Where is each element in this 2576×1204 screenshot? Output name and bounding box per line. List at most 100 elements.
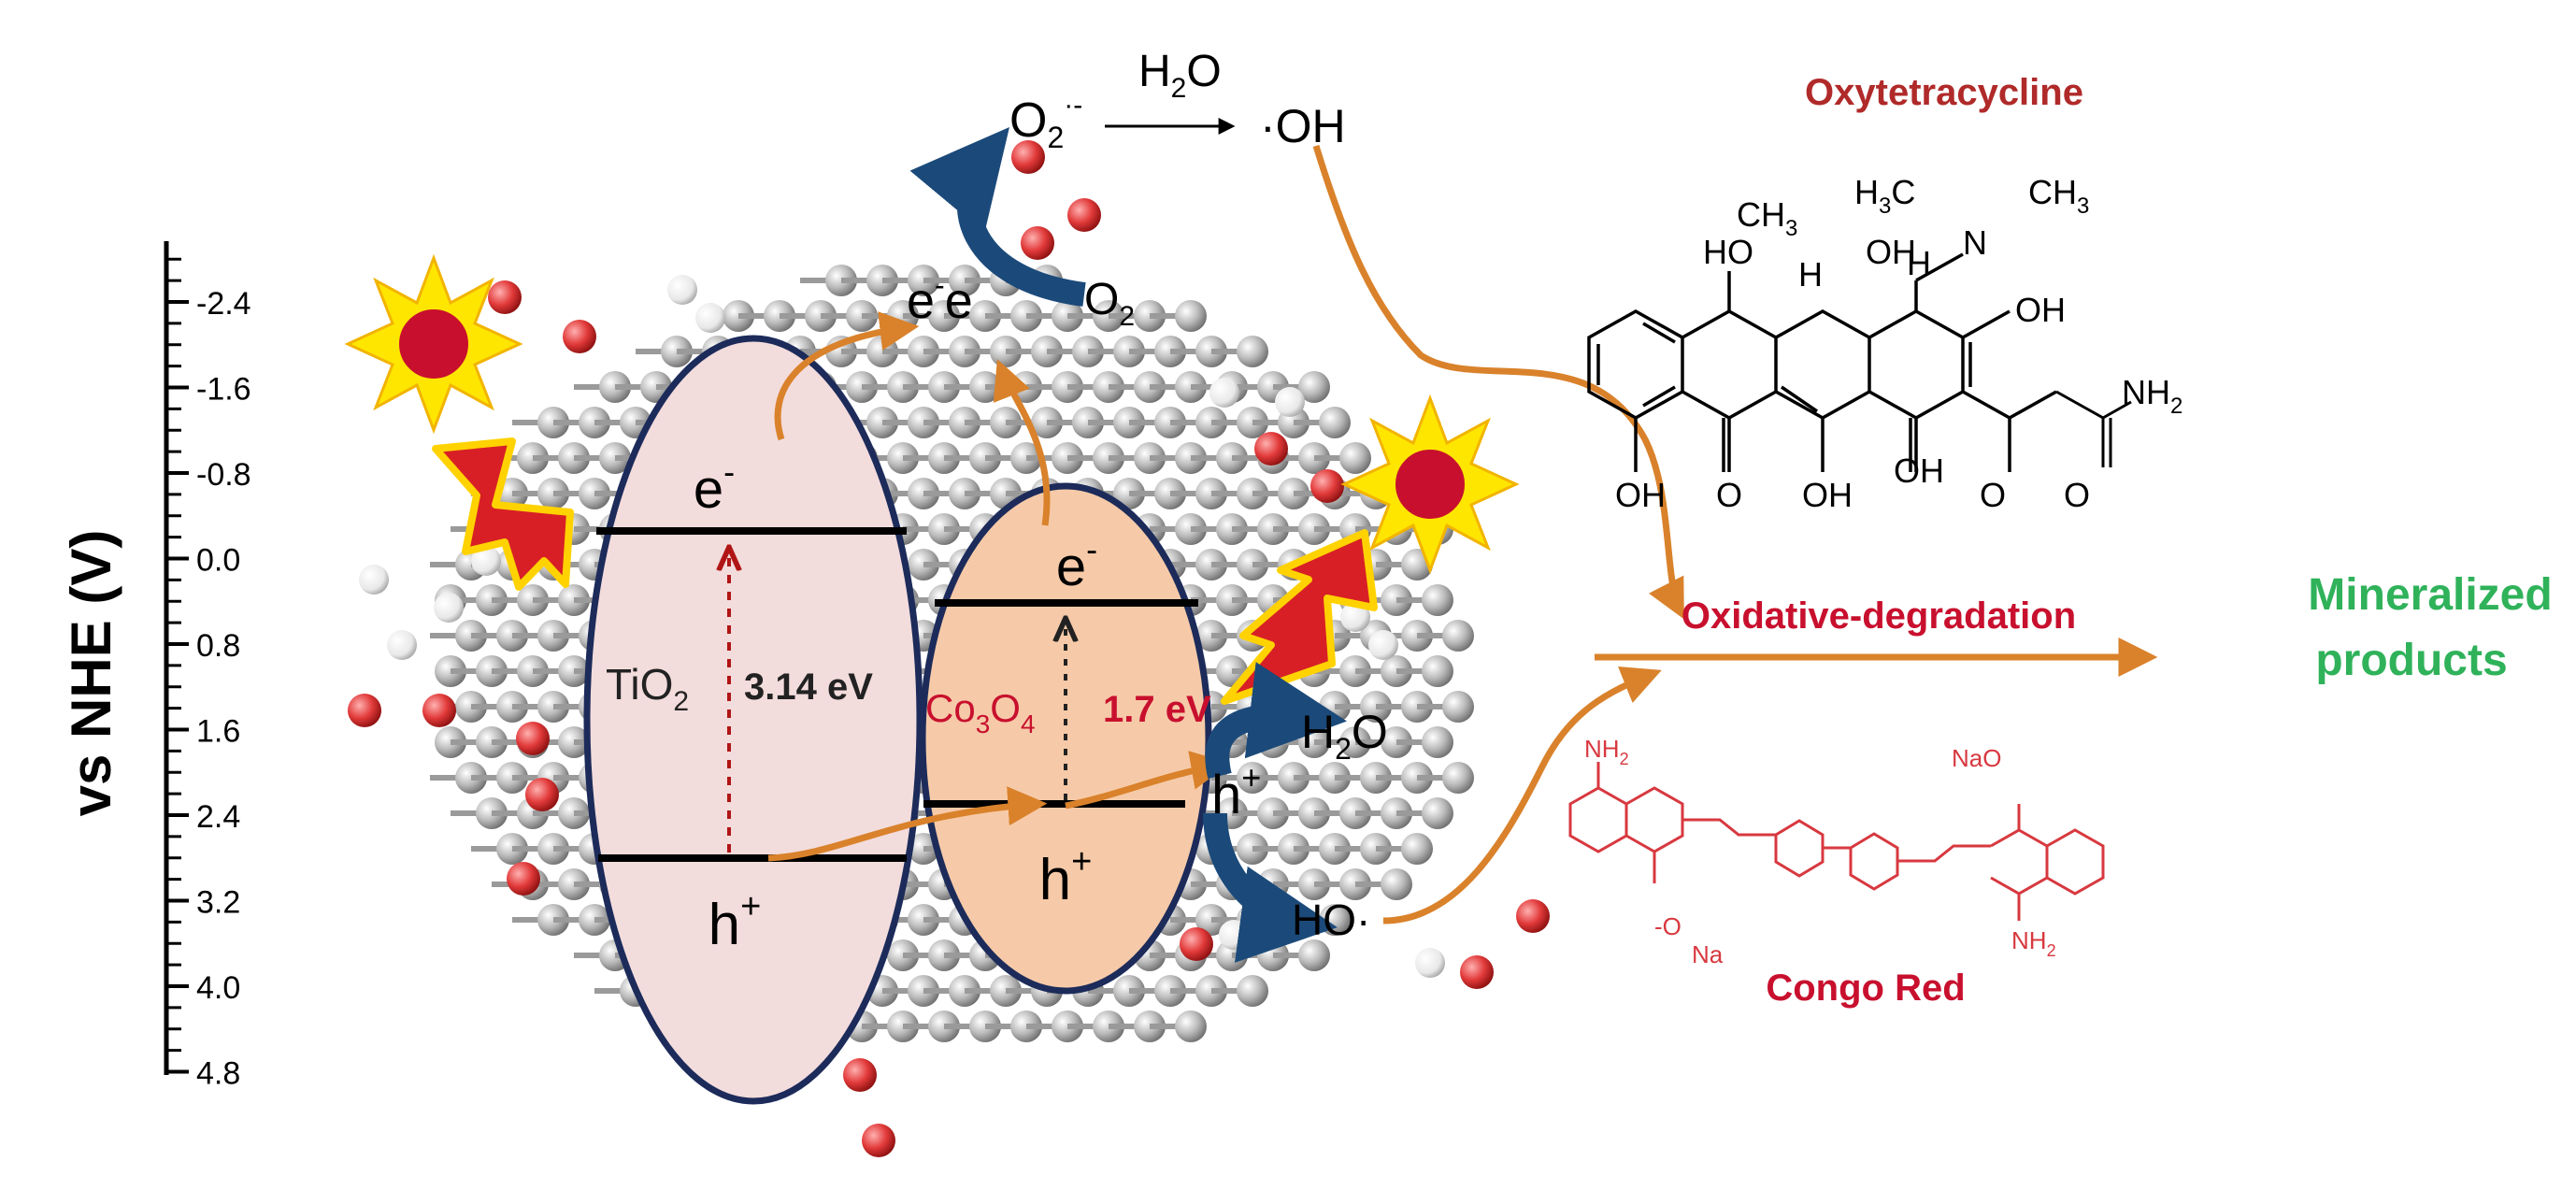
water-oxidation-arrow-bottom (1203, 812, 1338, 963)
background-atom (1021, 226, 1054, 260)
sun-icon (1340, 394, 1520, 575)
background-atom (1339, 442, 1371, 474)
otc-n: N (1963, 223, 1987, 262)
otc-oh-right: OH (2015, 291, 2066, 329)
congo-substituent-bonds (1596, 762, 2021, 921)
co3o4-label: Co3O4 (925, 686, 1036, 738)
tio2-hole-transfer-arrow (767, 786, 1048, 862)
background-atom (1298, 939, 1330, 971)
background-atom (1415, 948, 1445, 978)
tio2-bandgap-label: 3.14 eV (744, 666, 873, 708)
otc-ring-c-double-bond (1781, 385, 1818, 413)
co3o4-electron-transfer-arrow (993, 359, 1051, 526)
otc-ring-b (1682, 308, 1778, 421)
background-atom (1175, 300, 1207, 332)
otc-ring-a-double-bonds (1596, 322, 1676, 408)
energy-axis: -2.4-1.6-0.80.00.81.62.43.24.04.8 vs NHE… (60, 241, 251, 1092)
background-atom (516, 722, 550, 755)
axis-ticks: -2.4-1.6-0.80.00.81.62.43.24.04.8 (166, 257, 251, 1092)
oxytetracycline-structure (1587, 252, 2057, 472)
background-atom (1381, 868, 1412, 900)
background-atom (1422, 726, 1453, 758)
axis-tick-label: 2.4 (196, 799, 240, 835)
background-atom (1422, 797, 1453, 829)
co3o4-band: e- h+ Co3O4 1.7 eV (919, 482, 1212, 995)
axis-tick-label: -1.6 (196, 372, 251, 408)
background-atom (1175, 1010, 1207, 1042)
tio2-ellipse (583, 335, 923, 1105)
background-atom (488, 280, 522, 314)
axis-title: vs NHE (V) (60, 530, 122, 817)
congo-naphthalene-left-b (1625, 786, 1684, 853)
background-atom (422, 694, 456, 727)
tio2-electron-label: e- (694, 452, 735, 520)
background-atom (471, 546, 501, 576)
otc-ring-d (1868, 308, 1965, 421)
lightning-icon (432, 437, 574, 591)
background-atom (1442, 620, 1474, 652)
superoxide-reaction: O2·- H2O ·OH O2 e-e (907, 47, 1346, 332)
congo-naphthalene-right-b (2045, 828, 2105, 896)
background-atom (1442, 762, 1474, 794)
congo-so3-right: NaO (1952, 744, 2001, 772)
congo-nh2-left: NH2 (1584, 735, 1629, 768)
background-atom (525, 778, 559, 811)
axis-tick-label: 4.0 (196, 970, 240, 1006)
water-oxidation-reaction: H2O h+ HO· (1211, 706, 1388, 944)
background-atom (1254, 432, 1288, 466)
hydroxyl-to-degradation-arrow (1312, 144, 1684, 620)
background-atom (1275, 387, 1305, 417)
co3o4-electron-label: e- (1056, 530, 1097, 597)
otc-ch3-top: CH3 (1737, 195, 1797, 241)
hydroxyl-right-label: HO· (1292, 896, 1370, 944)
oxygen-reduction-arrow (909, 127, 1086, 307)
curved-blue-arrows (909, 127, 1347, 963)
water-oxidation-arrow-top (1205, 662, 1347, 780)
tio2-electron-transfer-arrow (774, 311, 920, 441)
background-atom (563, 320, 596, 353)
axis-tick-label: -0.8 (196, 457, 251, 493)
otc-ch3-right: CH3 (2028, 173, 2089, 219)
background-atom (1067, 198, 1101, 232)
axis-tick-label: 0.0 (196, 543, 240, 579)
charge-transfer-arrows (767, 144, 2158, 924)
background-atom (1298, 371, 1330, 403)
background-atom (507, 862, 540, 896)
otc-ring-c (1775, 308, 1871, 421)
superoxide-label: O2·- (1009, 90, 1082, 154)
background-atom (1460, 955, 1494, 989)
tio2-hole-label: h+ (708, 887, 762, 957)
hole-right-label: h+ (1211, 758, 1261, 825)
congo-red-structure (1568, 762, 2105, 921)
background-atom (1368, 630, 1398, 660)
axis-tick-label: 0.8 (196, 628, 240, 664)
background-atom (1237, 336, 1268, 367)
background-atom (843, 1058, 877, 1092)
background-atom (1442, 691, 1474, 723)
congo-azo-right (1897, 844, 1991, 863)
background-atom (1180, 927, 1213, 961)
background-atom (1237, 975, 1268, 1007)
axis-tick-label: 1.6 (196, 714, 240, 750)
background-atom (1422, 584, 1453, 616)
co3o4-hole-transfer-arrow (1065, 751, 1231, 810)
otc-ring-a (1587, 308, 1684, 421)
axis-tick-label: -2.4 (196, 286, 251, 322)
oxidative-degradation-label: Oxidative-degradation (1682, 595, 2076, 637)
background-atom (862, 1124, 895, 1157)
co3o4-bandgap-label: 1.7 eV (1103, 689, 1211, 730)
congo-so3-left: -O (1654, 912, 1682, 940)
otc-o-bottom-2: O (1980, 476, 2006, 514)
co3o4-hole-label: h+ (1039, 842, 1093, 912)
otc-ho-left: HO (1703, 233, 1753, 271)
otc-h-a: H (1798, 255, 1823, 294)
otc-h-b: H (1907, 244, 1931, 282)
background-atom (359, 565, 389, 595)
congo-biphenyl-right (1849, 832, 1899, 891)
otc-h3c: H3C (1854, 173, 1915, 219)
congo-na-left: Na (1692, 940, 1724, 968)
tio2-label: TiO2 (606, 660, 689, 717)
background-atom (387, 630, 417, 660)
electron-pair-label: e-e (907, 268, 973, 329)
